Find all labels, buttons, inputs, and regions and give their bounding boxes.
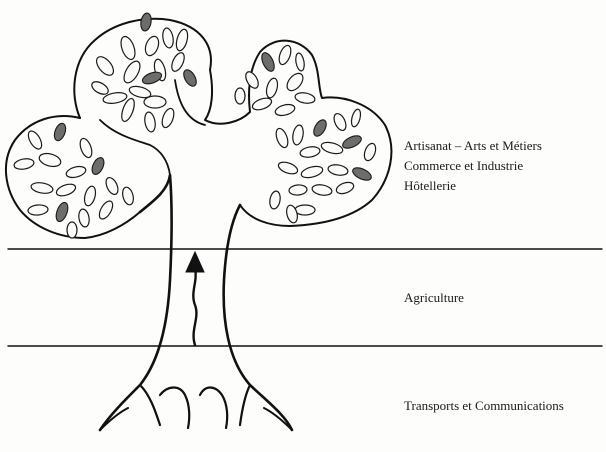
label-agriculture: Agriculture <box>404 288 464 308</box>
upper-sector-labels: Artisanat – Arts et Métiers Commerce et … <box>404 136 542 196</box>
label-transports-communications: Transports et Communications <box>404 396 564 416</box>
tree-trunk <box>100 175 292 430</box>
upward-sap-arrow-icon <box>186 252 204 345</box>
label-artisanat: Artisanat – Arts et Métiers <box>404 136 542 156</box>
label-commerce-industrie: Commerce et Industrie <box>404 156 542 176</box>
foliage <box>13 12 377 238</box>
label-hotellerie: Hôtellerie <box>404 176 542 196</box>
